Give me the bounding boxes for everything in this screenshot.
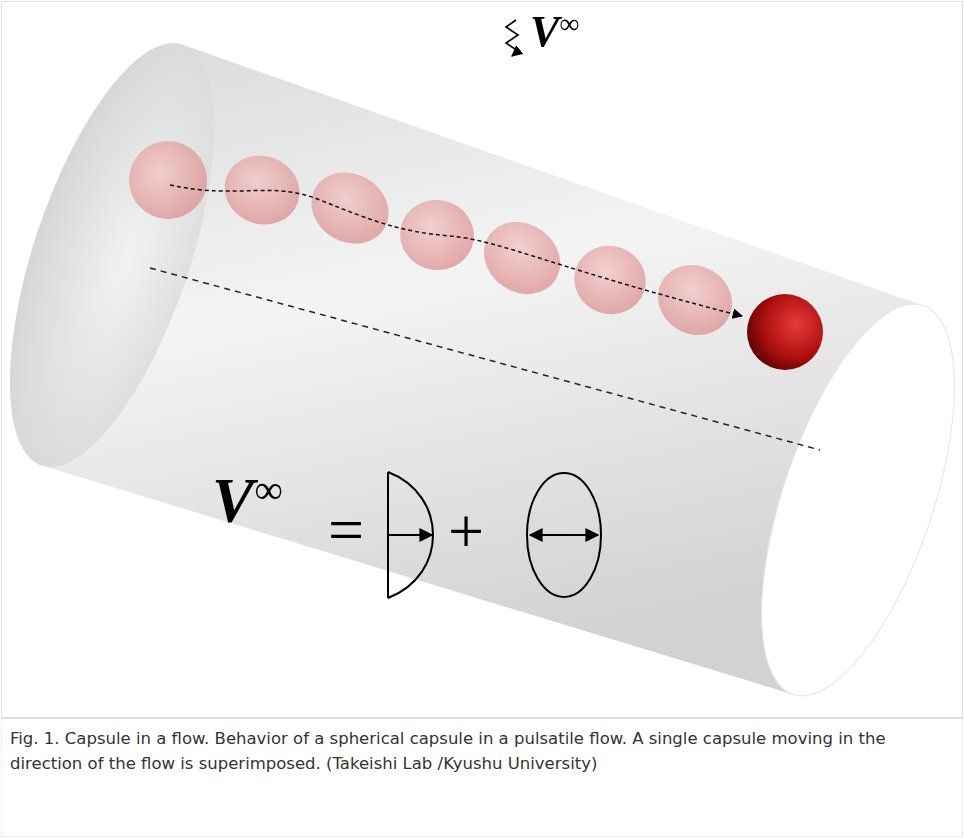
equals-sign: = [328,498,364,562]
final-capsule [747,294,823,370]
capsule [129,141,207,219]
capsule [565,236,656,325]
profile-arrow [388,534,432,536]
capsule [298,159,401,258]
parabolic-profile [388,472,433,598]
figure-caption: Fig. 1. Capsule in a flow. Behavior of a… [10,726,954,776]
oscillation-arrow [530,534,598,536]
plus-sign: + [448,500,484,564]
capsule [470,207,575,309]
capsule-trail [129,141,745,348]
oscillating-profile [527,473,601,597]
velocity-symbol: V∞ [212,470,282,533]
tube-far-end [0,20,256,491]
tube-open-end [722,282,964,718]
velocity-symbol: V∞ [530,10,579,54]
capsule [645,252,745,349]
pulsatile-symbol [506,20,518,56]
trajectory-arrow [170,185,742,316]
caption-divider [1,718,963,719]
